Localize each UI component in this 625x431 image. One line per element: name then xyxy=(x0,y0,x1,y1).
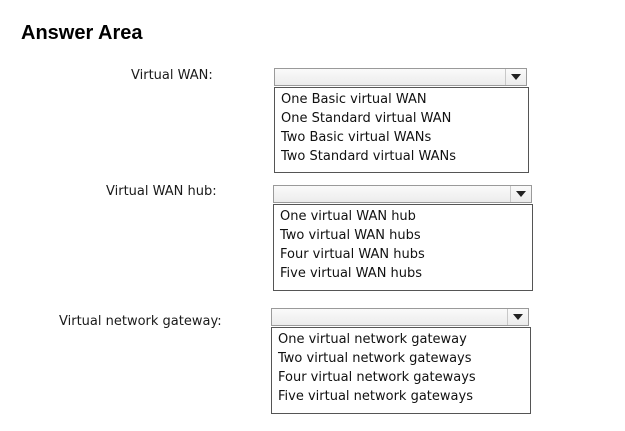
virtual-wan-option[interactable]: Two Standard virtual WANs xyxy=(281,149,457,164)
virtual-wan-dropdown-button[interactable] xyxy=(505,69,526,85)
virtual-network-gateway-option[interactable]: Four virtual network gateways xyxy=(278,370,476,385)
chevron-down-icon xyxy=(516,191,526,197)
virtual-network-gateway-option[interactable]: Five virtual network gateways xyxy=(278,389,473,404)
virtual-wan-label: Virtual WAN: xyxy=(131,68,213,83)
chevron-down-icon xyxy=(513,314,523,320)
virtual-wan-options-list: One Basic virtual WAN One Standard virtu… xyxy=(274,87,529,173)
virtual-wan-hub-option[interactable]: Four virtual WAN hubs xyxy=(280,247,425,262)
virtual-wan-hub-options-list: One virtual WAN hub Two virtual WAN hubs… xyxy=(273,204,533,291)
virtual-wan-hub-label: Virtual WAN hub: xyxy=(106,184,217,199)
virtual-network-gateway-label: Virtual network gateway: xyxy=(59,314,222,329)
chevron-down-icon xyxy=(511,74,521,80)
virtual-wan-hub-dropdown-button[interactable] xyxy=(510,186,531,202)
virtual-wan-hub-option[interactable]: Five virtual WAN hubs xyxy=(280,266,423,281)
virtual-wan-option[interactable]: One Basic virtual WAN xyxy=(281,92,427,107)
virtual-network-gateway-options-list: One virtual network gateway Two virtual … xyxy=(271,327,531,414)
virtual-network-gateway-option[interactable]: Two virtual network gateways xyxy=(278,351,472,366)
virtual-wan-hub-option[interactable]: Two virtual WAN hubs xyxy=(280,228,421,243)
page-title: Answer Area xyxy=(21,22,143,44)
virtual-network-gateway-option[interactable]: One virtual network gateway xyxy=(278,332,467,347)
virtual-network-gateway-select[interactable] xyxy=(271,308,529,326)
virtual-wan-hub-select[interactable] xyxy=(273,185,532,203)
virtual-wan-option[interactable]: Two Basic virtual WANs xyxy=(281,130,432,145)
virtual-wan-select[interactable] xyxy=(274,68,527,86)
virtual-wan-hub-option[interactable]: One virtual WAN hub xyxy=(280,209,416,224)
virtual-wan-option[interactable]: One Standard virtual WAN xyxy=(281,111,452,126)
virtual-network-gateway-dropdown-button[interactable] xyxy=(507,309,528,325)
